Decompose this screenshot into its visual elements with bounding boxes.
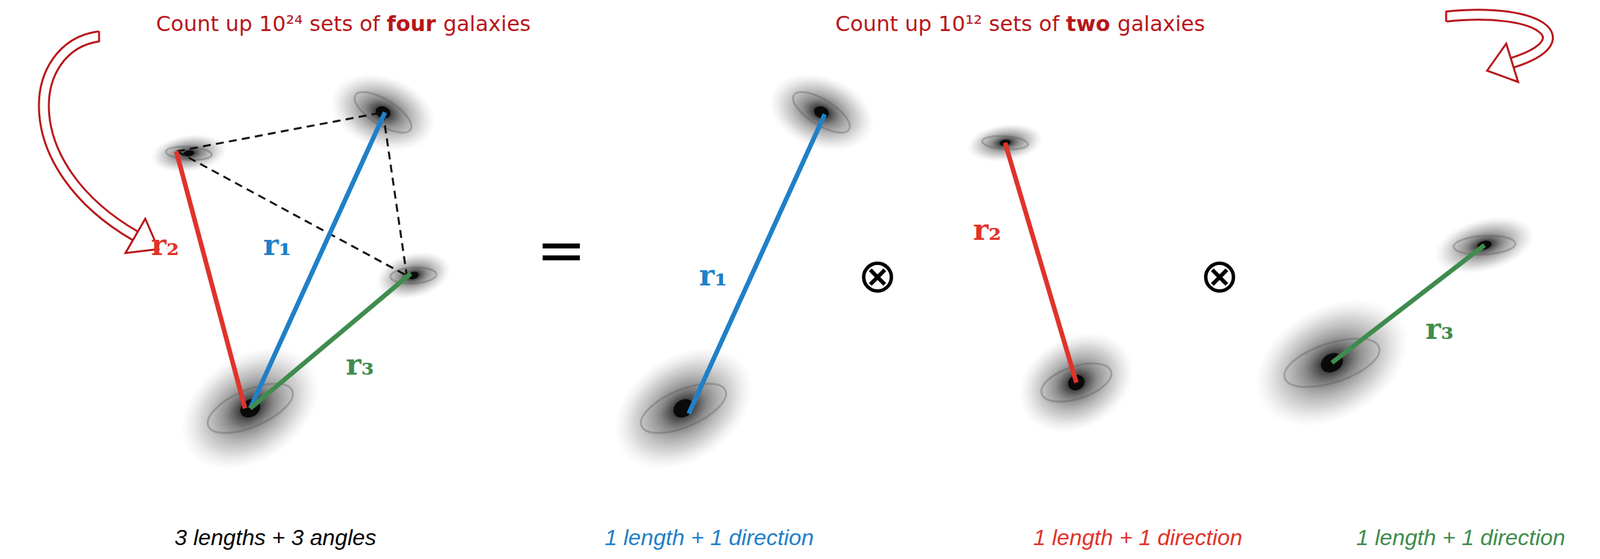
word: galaxies bbox=[443, 11, 531, 37]
separation-vector bbox=[688, 114, 825, 414]
word: two bbox=[1065, 11, 1118, 37]
dashed-separation bbox=[382, 112, 407, 276]
galaxy-image bbox=[148, 129, 230, 177]
separation-vector bbox=[250, 273, 411, 409]
galaxy-arm bbox=[634, 373, 733, 443]
tensor-product-symbol: ⊗ bbox=[1199, 248, 1240, 304]
separation-vector bbox=[1005, 142, 1077, 383]
vector-label: r₃ bbox=[346, 347, 374, 382]
arrow-outline bbox=[43, 36, 136, 236]
vector-label: r₁ bbox=[263, 228, 292, 263]
word: four bbox=[386, 11, 444, 37]
word: sets bbox=[989, 11, 1040, 37]
curved-arrow bbox=[1446, 11, 1548, 82]
galaxy-disk bbox=[148, 129, 230, 177]
arrow-tail bbox=[98, 31, 101, 42]
word: Count bbox=[155, 11, 226, 37]
galaxy-arm bbox=[165, 145, 213, 162]
parameter-count: 3 lengths + 3 angles bbox=[174, 524, 376, 551]
word: 10²⁴ bbox=[258, 11, 310, 37]
galaxy-disk bbox=[591, 321, 776, 496]
curved-arrows bbox=[43, 11, 1548, 253]
galaxy-image bbox=[591, 321, 776, 496]
word: of bbox=[1038, 11, 1066, 37]
dashed-separation bbox=[176, 151, 407, 276]
arrow-tail bbox=[1445, 11, 1448, 22]
dashed-separation bbox=[176, 112, 383, 152]
arrow-head bbox=[1487, 43, 1519, 82]
word: 10¹² bbox=[938, 11, 990, 37]
galaxy-arm bbox=[787, 84, 856, 141]
count-note: Count up 10¹² sets of two galaxies bbox=[835, 11, 1206, 37]
word: up bbox=[904, 11, 939, 37]
parameter-count: 1 length + 1 direction bbox=[1033, 524, 1243, 551]
word: galaxies bbox=[1117, 11, 1206, 37]
separation-vector bbox=[1331, 244, 1485, 363]
separation-vector bbox=[176, 151, 245, 409]
galaxy-disk bbox=[758, 59, 885, 165]
vector-label: r₁ bbox=[699, 258, 728, 293]
parameter-count: 1 length + 1 direction bbox=[1356, 524, 1566, 551]
tensor-product-symbol: ⊗ bbox=[857, 248, 898, 304]
galaxies bbox=[148, 59, 1542, 495]
equals-sign: = bbox=[536, 215, 586, 285]
parameter-count: 1 length + 1 direction bbox=[604, 524, 815, 551]
count-note: Count up 10²⁴ sets of four galaxies bbox=[155, 11, 531, 37]
word: up bbox=[225, 11, 259, 37]
vector-label: r₃ bbox=[1425, 312, 1454, 347]
galaxy-image bbox=[758, 59, 885, 165]
vector-label: r₂ bbox=[151, 228, 179, 263]
curved-arrow bbox=[43, 31, 159, 253]
word: Count bbox=[835, 11, 905, 37]
separation-vector bbox=[250, 112, 385, 409]
vector-label: r₂ bbox=[973, 213, 1002, 247]
separation-lines bbox=[176, 112, 1485, 414]
galaxy-arm bbox=[390, 266, 438, 284]
word: sets bbox=[309, 11, 360, 37]
word: of bbox=[359, 11, 387, 37]
arrow-fill bbox=[43, 36, 136, 236]
